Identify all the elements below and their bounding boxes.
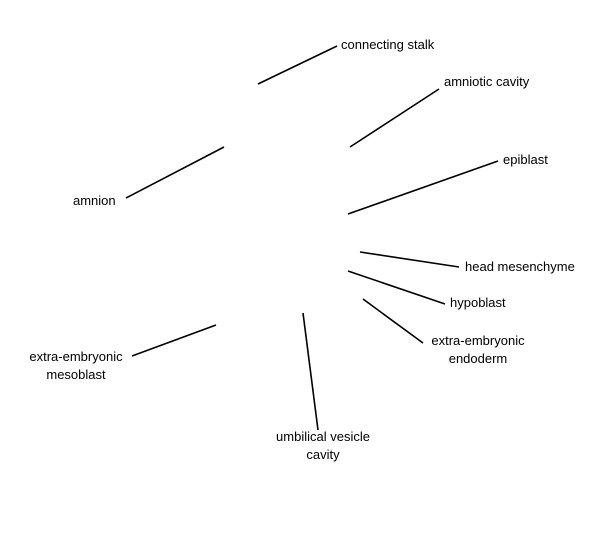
leader-connecting-stalk <box>257 45 338 85</box>
leader-head-mesenchyme <box>359 251 460 268</box>
label-extra-embryonic-endoderm: extra-embryonic endoderm <box>425 332 531 368</box>
leader-amniotic-cavity <box>349 88 440 148</box>
leader-extra-embryonic-endoderm <box>362 298 424 344</box>
label-connecting-stalk: connecting stalk <box>341 37 435 52</box>
label-hypoblast: hypoblast <box>450 295 506 310</box>
leader-umbilical-vesicle-cavity <box>302 312 319 431</box>
leader-amnion <box>125 146 225 199</box>
leader-hypoblast <box>347 270 446 305</box>
label-extra-embryonic-mesoblast: extra-embryonic mesoblast <box>23 348 129 384</box>
label-extra-embryonic-endoderm-line1: extra-embryonic <box>431 333 525 348</box>
label-umbilical-vesicle-cavity-line1: umbilical vesicle <box>276 429 370 444</box>
label-umbilical-vesicle-cavity: umbilical vesicle cavity <box>263 428 383 464</box>
label-extra-embryonic-mesoblast-line2: mesoblast <box>46 367 106 382</box>
label-extra-embryonic-endoderm-line2: endoderm <box>448 351 508 366</box>
label-umbilical-vesicle-cavity-line2: cavity <box>306 447 340 462</box>
leader-extra-embryonic-mesoblast <box>131 324 217 357</box>
label-amniotic-cavity: amniotic cavity <box>444 74 530 89</box>
label-head-mesenchyme: head mesenchyme <box>465 259 575 274</box>
leader-epiblast <box>347 160 499 215</box>
label-extra-embryonic-mesoblast-line1: extra-embryonic <box>29 349 123 364</box>
label-amnion: amnion <box>73 193 116 208</box>
label-epiblast: epiblast <box>503 152 548 167</box>
